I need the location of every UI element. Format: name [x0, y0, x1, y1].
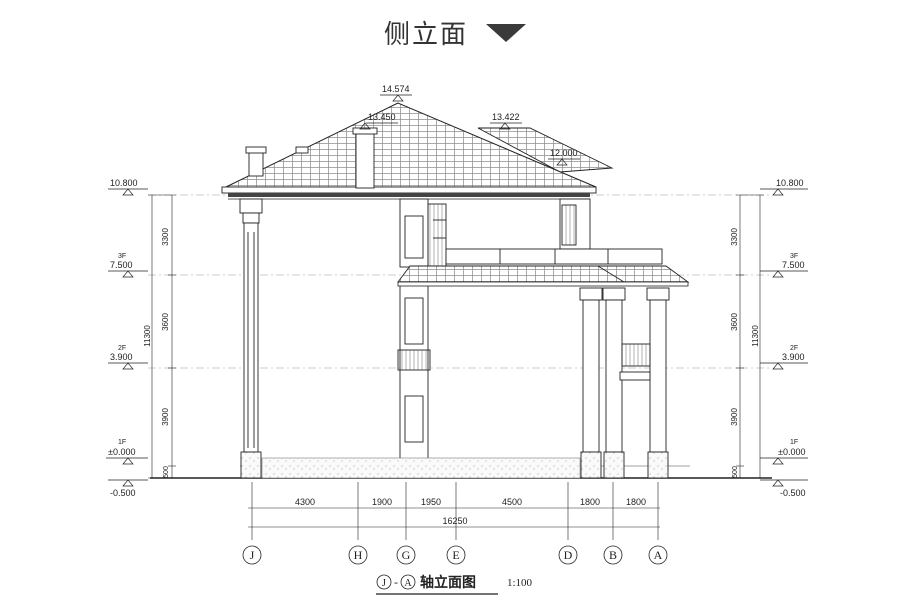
svg-text:B: B	[609, 548, 617, 562]
plinth	[261, 457, 581, 479]
svg-text:13.422: 13.422	[492, 112, 520, 122]
svg-text:3F: 3F	[118, 253, 126, 260]
svg-text:12.000: 12.000	[550, 148, 578, 158]
svg-text:10.800: 10.800	[776, 178, 804, 188]
page-title: 侧立面	[0, 14, 910, 51]
elevation-markers: 14.574 13.450 13.422 12.000	[359, 84, 580, 166]
svg-text:3.900: 3.900	[110, 352, 133, 362]
svg-text:G: G	[402, 548, 411, 562]
svg-text:J: J	[250, 548, 255, 562]
svg-text:2F: 2F	[118, 345, 126, 352]
svg-text:11300: 11300	[143, 325, 152, 347]
svg-text:3600: 3600	[161, 313, 170, 331]
svg-text:13.450: 13.450	[368, 112, 396, 122]
column-j	[239, 198, 263, 479]
vertical-dims-left: 3300 3600 3900 500 11300	[143, 194, 176, 479]
svg-text:16250: 16250	[442, 516, 467, 526]
upper-right-wall	[445, 198, 663, 265]
svg-text:-0.500: -0.500	[110, 488, 136, 498]
svg-text:±0.000: ±0.000	[108, 447, 135, 457]
svg-text:7.500: 7.500	[782, 260, 805, 270]
svg-text:4300: 4300	[295, 497, 315, 507]
eave-dentils	[228, 193, 590, 197]
svg-text:E: E	[452, 548, 459, 562]
triangle-down-icon	[486, 23, 526, 42]
horizontal-dims: 4300 1900 1950 4500 1800 1800 16250	[248, 482, 660, 540]
main-roof	[221, 102, 614, 200]
chimneys	[245, 127, 378, 189]
axis-bubbles: J H G E D B A	[242, 545, 668, 565]
svg-text:4500: 4500	[502, 497, 522, 507]
level-labels-right: 10.800 3F 7.500 2F 3.900 1F ±0.000 -0.50…	[760, 178, 808, 498]
svg-text:1F: 1F	[118, 439, 126, 446]
svg-text:D: D	[564, 548, 573, 562]
right-columns	[579, 287, 670, 479]
svg-text:1950: 1950	[421, 497, 441, 507]
svg-text:3.900: 3.900	[782, 352, 805, 362]
svg-text:3300: 3300	[161, 228, 170, 246]
svg-text:1F: 1F	[790, 439, 798, 446]
porch-roof	[397, 265, 690, 287]
svg-text:500: 500	[163, 466, 170, 478]
svg-text:1800: 1800	[626, 497, 646, 507]
svg-text:2F: 2F	[790, 345, 798, 352]
vertical-dims-right: 3300 3600 3900 500 11300	[730, 194, 764, 479]
rear-roof	[477, 127, 614, 173]
svg-text:3900: 3900	[730, 408, 739, 426]
page-title-text: 侧立面	[383, 20, 468, 50]
svg-text:3F: 3F	[790, 253, 798, 260]
svg-text:±0.000: ±0.000	[778, 447, 805, 457]
svg-text:3900: 3900	[161, 408, 170, 426]
svg-text:3600: 3600	[730, 313, 739, 331]
svg-text:1:100: 1:100	[507, 577, 533, 589]
svg-text:7.500: 7.500	[110, 260, 133, 270]
svg-text:轴立面图: 轴立面图	[420, 574, 476, 590]
svg-text:A: A	[404, 578, 412, 589]
svg-text:10.800: 10.800	[110, 178, 138, 188]
stair-tower	[397, 198, 447, 467]
svg-text:500: 500	[732, 466, 739, 478]
svg-text:-0.500: -0.500	[780, 488, 806, 498]
svg-text:H: H	[354, 548, 363, 562]
level-labels-left: 10.800 3F 7.500 2F 3.900 1F ±0.000 -0.50…	[106, 178, 148, 498]
svg-text:1900: 1900	[372, 497, 392, 507]
svg-text:1800: 1800	[580, 497, 600, 507]
svg-text:J: J	[382, 578, 386, 589]
svg-text:11300: 11300	[751, 325, 760, 347]
drawing-caption: J - A 轴立面图 1:100	[376, 574, 533, 595]
svg-text:14.574: 14.574	[382, 84, 410, 94]
svg-text:A: A	[654, 548, 663, 562]
svg-text:3300: 3300	[730, 228, 739, 246]
svg-text:-: -	[394, 575, 398, 589]
